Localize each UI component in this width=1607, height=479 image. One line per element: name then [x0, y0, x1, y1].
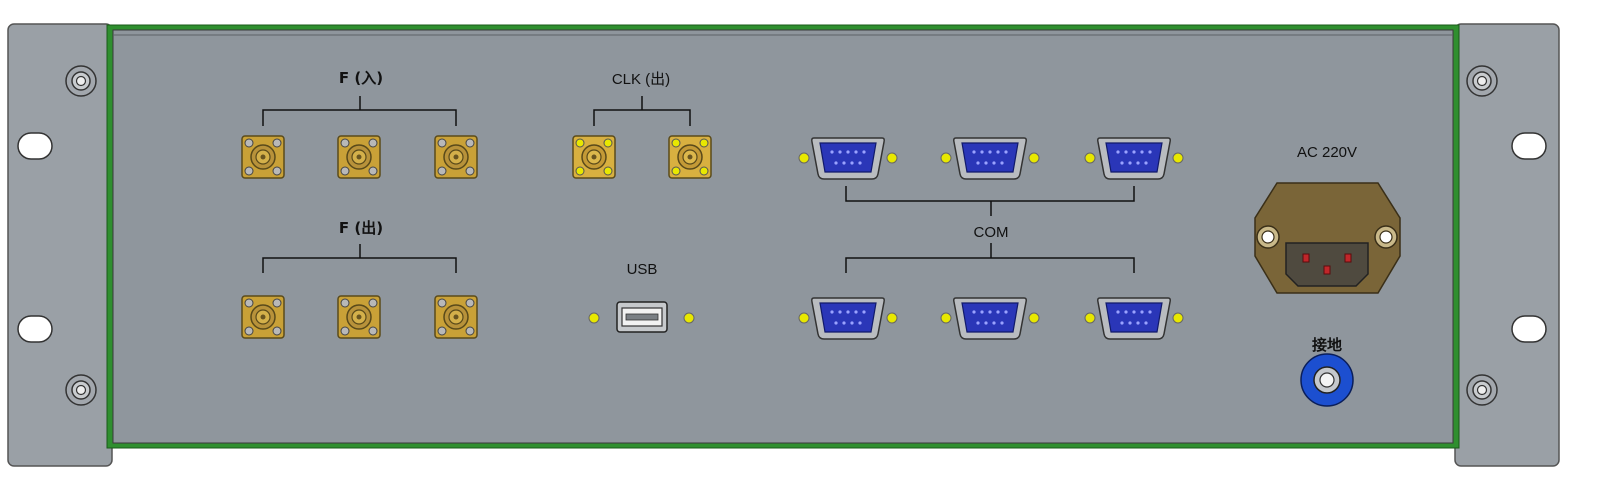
f-out-connector-2 [337, 295, 381, 339]
ac-power-inlet [1254, 182, 1401, 294]
left-bottom-slot [17, 315, 53, 343]
f-out-connector-1 [241, 295, 285, 339]
com-bottom-bracket [845, 243, 1135, 273]
f-out-bracket [262, 244, 457, 273]
f-in-connector-1 [241, 135, 285, 179]
left-bottom-screw-icon [65, 374, 97, 406]
com-top-bracket [845, 186, 1135, 216]
usb-port [588, 301, 695, 333]
clk-out-connector-2 [668, 135, 712, 179]
left-rack-ear [7, 23, 113, 467]
ground-terminal-icon [1300, 353, 1354, 407]
f-in-label: F (入) [339, 69, 383, 87]
ac-label: AC 220V [1297, 144, 1357, 161]
f-out-connector-3 [434, 295, 478, 339]
right-top-screw-icon [1466, 65, 1498, 97]
right-bottom-screw-icon [1466, 374, 1498, 406]
right-bottom-slot [1511, 315, 1547, 343]
right-top-slot [1511, 132, 1547, 160]
usb-label: USB [627, 261, 658, 278]
f-out-label: F (出) [339, 219, 383, 237]
ground-label: 接地 [1312, 336, 1342, 354]
left-top-screw-icon [65, 65, 97, 97]
panel-face [112, 29, 1454, 444]
f-in-connector-2 [337, 135, 381, 179]
f-in-bracket [262, 96, 457, 126]
clk-out-label: CLK (出) [612, 71, 670, 88]
left-top-slot [17, 132, 53, 160]
f-in-connector-3 [434, 135, 478, 179]
com-label: COM [974, 224, 1009, 241]
clk-out-bracket [593, 96, 691, 126]
clk-out-connector-1 [572, 135, 616, 179]
